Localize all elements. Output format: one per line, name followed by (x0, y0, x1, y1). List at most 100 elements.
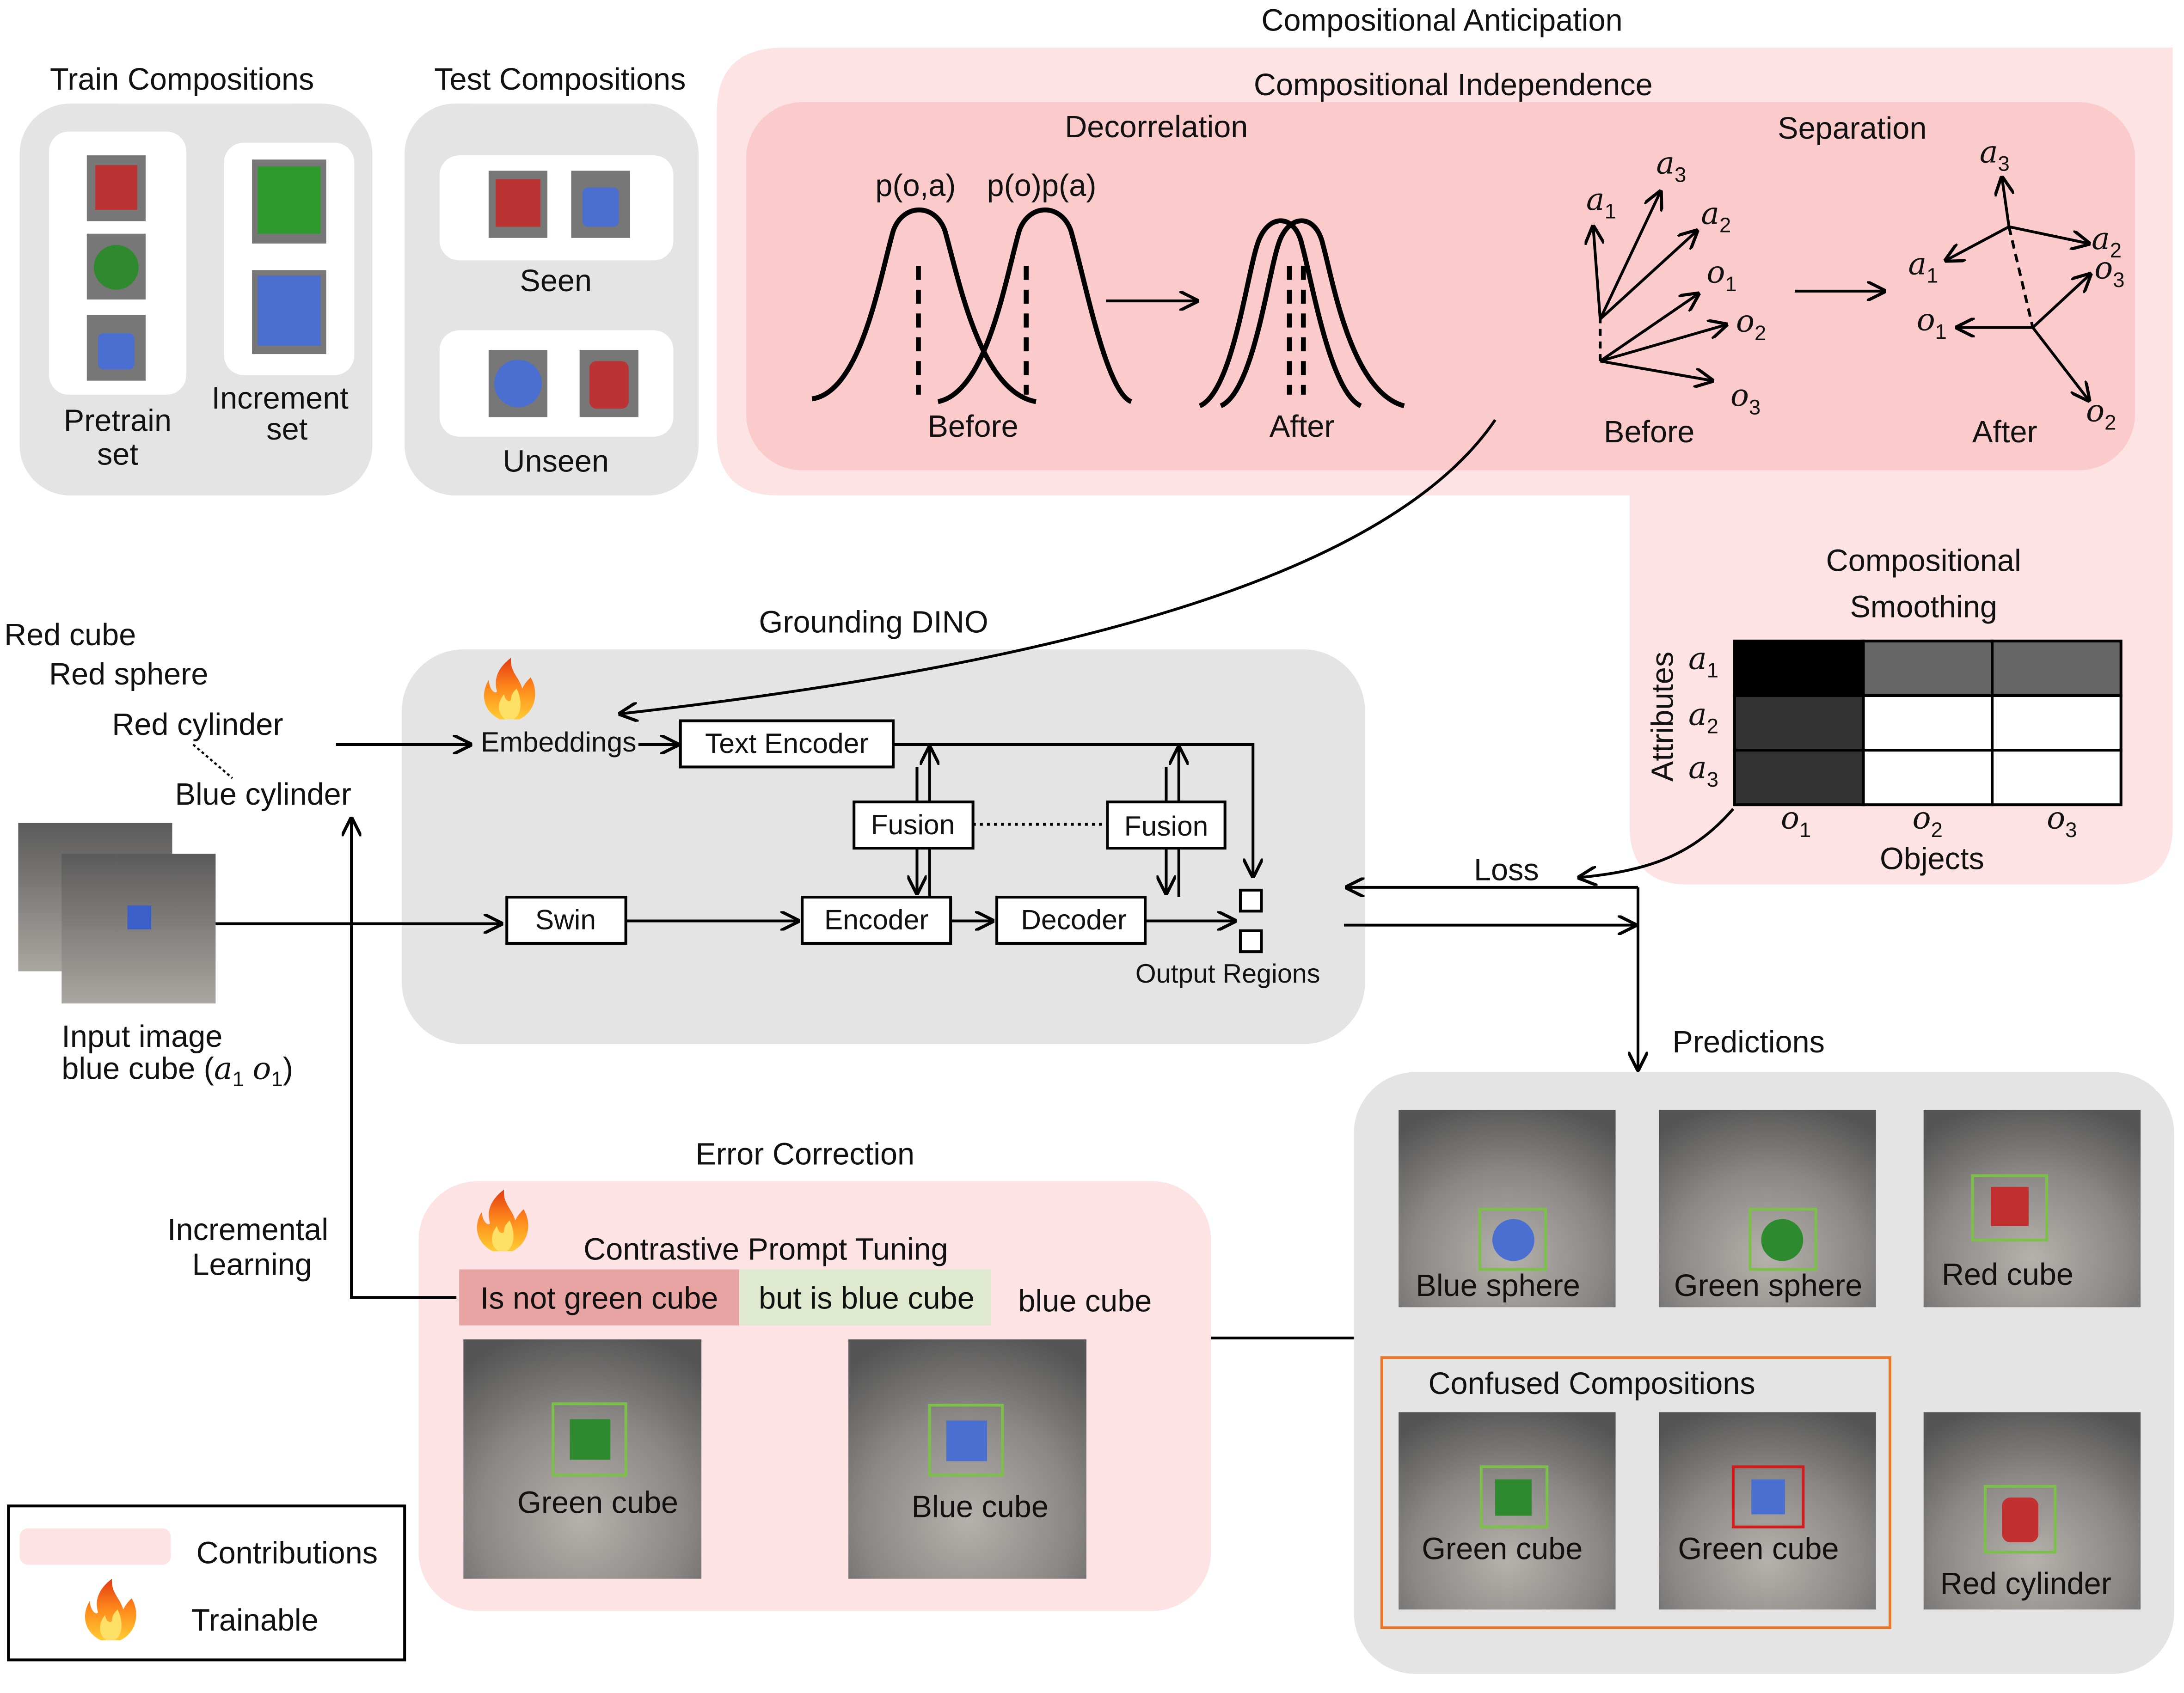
predictions-title: Predictions (1672, 1025, 1825, 1059)
pretrain-label-line2: set (97, 437, 138, 471)
matrix-cell-r3-c2 (1862, 749, 1994, 807)
prediction-image-confused-green-cube (1659, 1412, 1876, 1610)
prediction-label-6: Red cylinder (1940, 1567, 2111, 1601)
negative-prompt-text: Is not green cube (480, 1281, 718, 1315)
increment-label-line2: set (266, 412, 307, 446)
error-image-blue-cube (848, 1339, 1086, 1579)
svg-text:a1: a1 (1586, 181, 1616, 223)
matrix-cell-r3-c1 (1733, 749, 1865, 807)
svg-text:a2: a2 (1688, 697, 1718, 738)
svg-text:o1: o1 (1706, 254, 1736, 296)
legend-contributions-label: Contributions (196, 1536, 378, 1570)
error-image-green-cube-label: Green cube (517, 1485, 678, 1520)
objects-axis-label: Objects (1880, 842, 1984, 876)
matrix-cell-r2-c1 (1733, 694, 1865, 752)
legend-contribution-swatch (19, 1528, 171, 1565)
separation-before-labels: a1 a3 a2 o1 o2 o3 (1586, 145, 1766, 419)
decorrelation-before-label: Before (927, 409, 1018, 444)
grounding-dino-title: Grounding DINO (759, 605, 988, 640)
svg-text:a3: a3 (1980, 134, 2010, 175)
separation-after-vectors (1946, 178, 2090, 400)
incremental-learning-arrow (351, 819, 457, 1299)
matrix-cell-r2-c3 (1991, 694, 2123, 752)
unseen-label: Unseen (503, 444, 609, 478)
svg-text:o3: o3 (1730, 377, 1761, 419)
matrix-cell-r3-c3 (1991, 749, 2123, 807)
smoothing-title-line2: Smoothing (1850, 590, 1997, 624)
separation-after-labels: a3 a2 a1 o3 o1 o2 (1908, 134, 2124, 434)
smoothing-to-loss-arrow (1579, 808, 1735, 877)
text-encoder-box: Text Encoder (705, 727, 868, 759)
input-image-label: Input image (61, 1020, 222, 1054)
smoothing-title-line1: Compositional (1826, 544, 2021, 578)
smoothing-matrix (1733, 639, 2123, 807)
separation-before-vectors (1593, 192, 1726, 381)
incremental-learning-line2: Learning (192, 1248, 312, 1282)
prediction-label-1: Blue sphere (1416, 1269, 1580, 1303)
increment-label-line1: Increment (212, 381, 349, 416)
prompt-red-sphere: Red sphere (49, 657, 208, 691)
legend-trainable-label: Trainable (191, 1603, 319, 1638)
unseen-thumbnails (488, 350, 638, 417)
positive-prompt-highlight (739, 1269, 991, 1326)
separation-before-label: Before (1604, 415, 1694, 449)
matrix-cell-r1-c1 (1733, 639, 1865, 697)
prompt-ellipsis-line (192, 744, 233, 779)
anticipation-to-embeddings-arrow (620, 419, 1497, 714)
matrix-cell-r1-c3 (1991, 639, 2123, 697)
decorrelation-after-label: After (1270, 409, 1335, 444)
p-joint-label: p(o,a) (875, 169, 956, 203)
test-compositions-title: Test Compositions (434, 62, 686, 97)
seen-box (439, 155, 674, 261)
output-regions-label: Output Regions (1135, 959, 1320, 989)
prediction-image-green-cube (1399, 1412, 1616, 1610)
decorrelation-before-curves (811, 208, 1133, 404)
independence-title: Compositional Independence (1254, 68, 1653, 102)
positive-prompt-text: but is blue cube (759, 1281, 975, 1315)
decorrelation-title: Decorrelation (1065, 110, 1248, 144)
matrix-cell-r2-c2 (1862, 694, 1994, 752)
embeddings-label: Embeddings (481, 726, 637, 758)
seen-label: Seen (520, 264, 592, 298)
svg-text:o1: o1 (1917, 302, 1947, 343)
prediction-image-green-sphere (1659, 1110, 1876, 1308)
confused-compositions-frame (1380, 1356, 1892, 1629)
train-compositions-title: Train Compositions (50, 62, 314, 97)
confused-compositions-title: Confused Compositions (1428, 1367, 1755, 1401)
svg-text:o2: o2 (2086, 392, 2116, 434)
prompt-blue-cylinder: Blue cylinder (175, 777, 351, 812)
prediction-label-4: Green cube (1422, 1532, 1583, 1566)
independence-region (746, 102, 2135, 471)
svg-text:a3: a3 (1656, 145, 1686, 186)
error-image-blue-cube-label: Blue cube (912, 1490, 1049, 1524)
prompt-red-cube: Red cube (4, 618, 136, 652)
input-image-stack (18, 823, 216, 1004)
svg-text:o1: o1 (1781, 800, 1811, 842)
attributes-axis-label: Attributes (1646, 652, 1680, 782)
svg-text:a2: a2 (2092, 220, 2122, 262)
prediction-image-blue-sphere (1399, 1110, 1616, 1308)
error-correction-title: Error Correction (695, 1137, 914, 1171)
input-image-caption: blue cube (a1 o1) (61, 1051, 293, 1091)
error-image-green-cube (463, 1339, 702, 1579)
prediction-label-2: Green sphere (1674, 1269, 1862, 1303)
svg-text:o2: o2 (1736, 303, 1766, 345)
plain-prompt-text: blue cube (1018, 1284, 1152, 1318)
matrix-col-labels: o1 o2 o3 (1781, 800, 2077, 842)
prediction-image-red-cylinder (1923, 1412, 2141, 1610)
dino-connectors (215, 745, 1253, 924)
fusion-box-left: Fusion (871, 809, 955, 840)
svg-text:o3: o3 (2094, 250, 2124, 292)
swin-box: Swin (535, 904, 596, 935)
loss-label: Loss (1474, 853, 1539, 887)
svg-text:a3: a3 (1688, 750, 1718, 791)
prediction-label-5: Green cube (1678, 1532, 1839, 1566)
increment-thumbnails (252, 159, 326, 354)
svg-text:o3: o3 (2047, 800, 2077, 842)
prediction-image-red-cube (1923, 1110, 2141, 1308)
svg-text:a2: a2 (1701, 196, 1731, 237)
svg-text:a1: a1 (1688, 640, 1718, 682)
decoder-box: Decoder (1021, 904, 1127, 935)
anticipation-title: Compositional Anticipation (1261, 4, 1622, 38)
